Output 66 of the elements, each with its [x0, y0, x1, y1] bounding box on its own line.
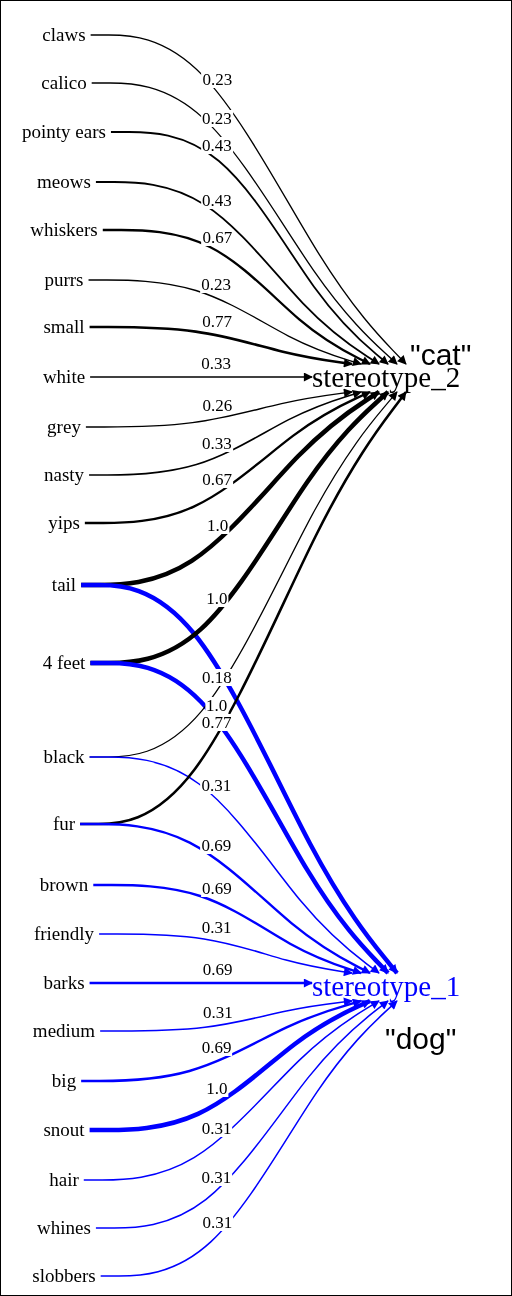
feature-label: grey	[47, 416, 81, 438]
feature-label: brown	[39, 874, 89, 896]
arrow	[88, 756, 380, 974]
arrow	[91, 82, 398, 365]
arrow	[99, 997, 353, 1032]
feature-label: snout	[43, 1119, 85, 1141]
feature-label: whines	[37, 1217, 91, 1239]
edge-label: 0.67	[201, 471, 234, 489]
feature-label: big	[51, 1070, 77, 1092]
feature-label: yips	[48, 512, 80, 534]
arrow	[99, 1000, 398, 1277]
arrow	[83, 1000, 380, 1181]
edge-label: 0.23	[200, 276, 233, 294]
arrow	[90, 660, 390, 975]
arrow	[81, 582, 399, 975]
edge-label: 1.0	[205, 517, 230, 535]
arrow	[89, 325, 353, 368]
feature-label: slobbers	[32, 1265, 96, 1287]
feature-label: tail	[51, 574, 77, 596]
arrow	[89, 978, 313, 988]
edge-label: 0.31	[200, 777, 233, 794]
edge-label: 0.31	[201, 1213, 234, 1231]
feature-label: barks	[43, 972, 85, 994]
feature-label: white	[42, 366, 86, 388]
edge-label: 0.69	[201, 880, 233, 898]
arrow	[93, 883, 362, 975]
arrow	[87, 279, 362, 366]
feature-label: small	[43, 316, 85, 338]
edge-label: 0.23	[200, 110, 233, 128]
category-label: "dog"	[385, 1022, 457, 1055]
feature-label: claws	[42, 24, 86, 46]
feature-label: 4 feet	[42, 652, 86, 674]
edge-label: 0.33	[200, 435, 233, 453]
feature-label: fur	[52, 813, 76, 835]
feature-label: pointy ears	[22, 121, 106, 143]
arrow	[84, 390, 371, 525]
edge-label: 0.69	[200, 1039, 233, 1057]
arrow	[81, 998, 362, 1083]
arrow	[110, 131, 389, 365]
arrow	[95, 1000, 389, 1229]
stereotype-label: stereotype_1	[312, 971, 461, 1003]
feature-label: black	[43, 746, 85, 768]
edge-label: 1.0	[205, 697, 229, 715]
feature-label: nasty	[43, 464, 85, 486]
edge-label: 0.18	[200, 669, 233, 687]
feature-label: meows	[37, 171, 91, 193]
arrow	[80, 822, 371, 975]
arrow	[85, 388, 353, 428]
arrow	[89, 998, 371, 1133]
feature-label: medium	[32, 1020, 96, 1042]
feature-label: purrs	[44, 269, 84, 291]
feature-label: calico	[41, 72, 87, 94]
feature-label: whiskers	[30, 219, 98, 241]
arrow	[95, 181, 380, 365]
edge-label: 0.77	[200, 713, 233, 731]
arrow	[89, 372, 313, 382]
arrow	[102, 228, 371, 366]
arrow	[98, 933, 353, 977]
edge-label: 0.69	[200, 837, 233, 855]
arrow	[89, 34, 407, 365]
edge-label: 0.43	[200, 137, 233, 155]
arrow	[88, 390, 362, 476]
feature-label: hair	[49, 1169, 79, 1191]
edge-label: 0.23	[201, 70, 234, 88]
edge-label: 1.0	[205, 1080, 229, 1098]
feature-label: friendly	[33, 923, 95, 945]
